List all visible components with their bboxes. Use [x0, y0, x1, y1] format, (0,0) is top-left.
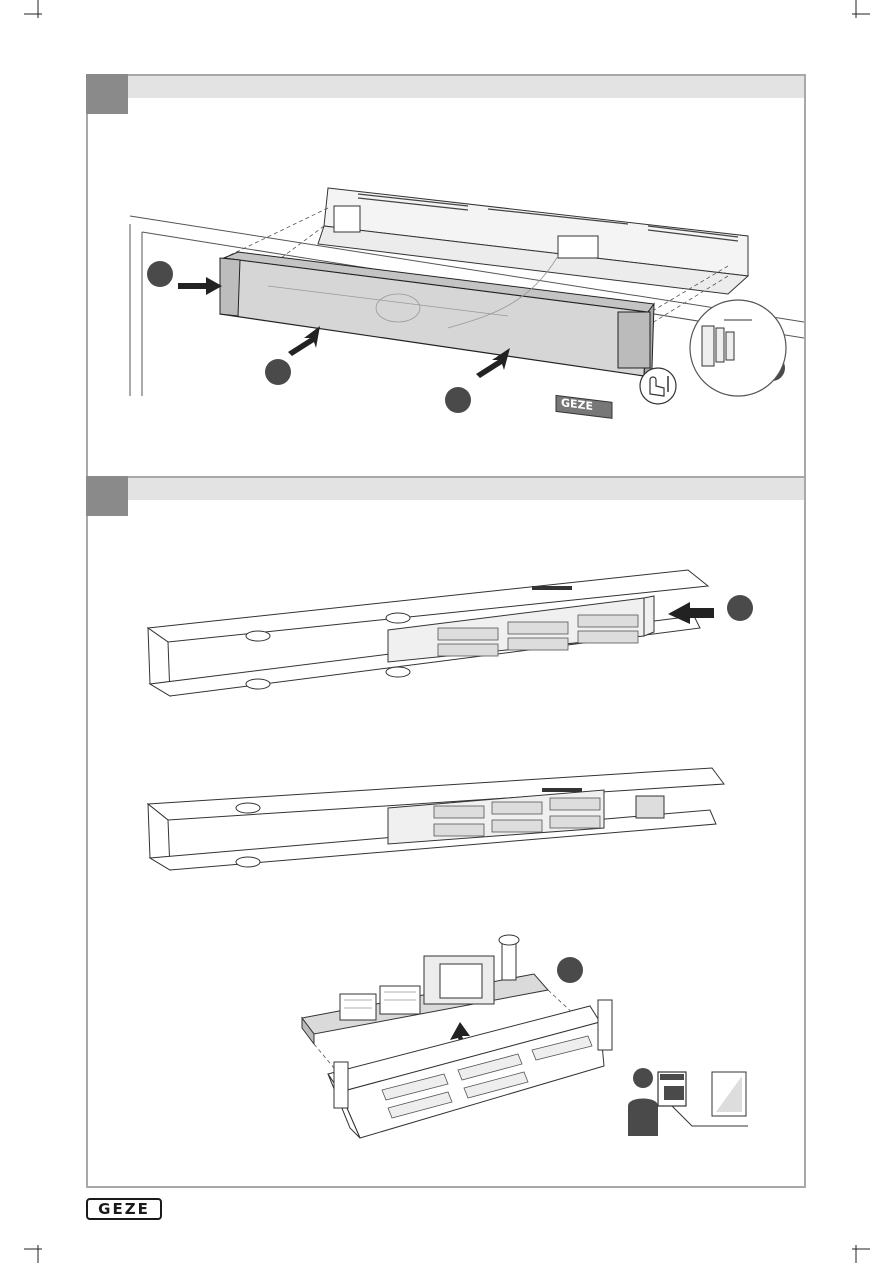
- brand-logo-text: GEZE: [98, 1200, 150, 1218]
- illustration-insert-module: [88, 478, 804, 1186]
- illustration-remove-cover: GEZE: [88, 76, 804, 476]
- callout-2: [265, 359, 291, 385]
- step-panel-2: [86, 476, 806, 1188]
- crop-mark-bottom-right: [842, 1235, 870, 1263]
- callout-3: [445, 387, 471, 413]
- callout-1: [147, 261, 173, 287]
- crop-mark-top-left: [24, 0, 52, 28]
- step-panel-1: GEZE: [86, 74, 806, 478]
- hand-press-icon: [640, 368, 676, 404]
- crop-mark-top-right: [842, 0, 870, 28]
- document-icon: [712, 1072, 746, 1116]
- crop-mark-bottom-left: [24, 1235, 52, 1263]
- callout-6: [557, 957, 583, 983]
- brand-logo: GEZE: [86, 1198, 162, 1220]
- callout-5: [727, 595, 753, 621]
